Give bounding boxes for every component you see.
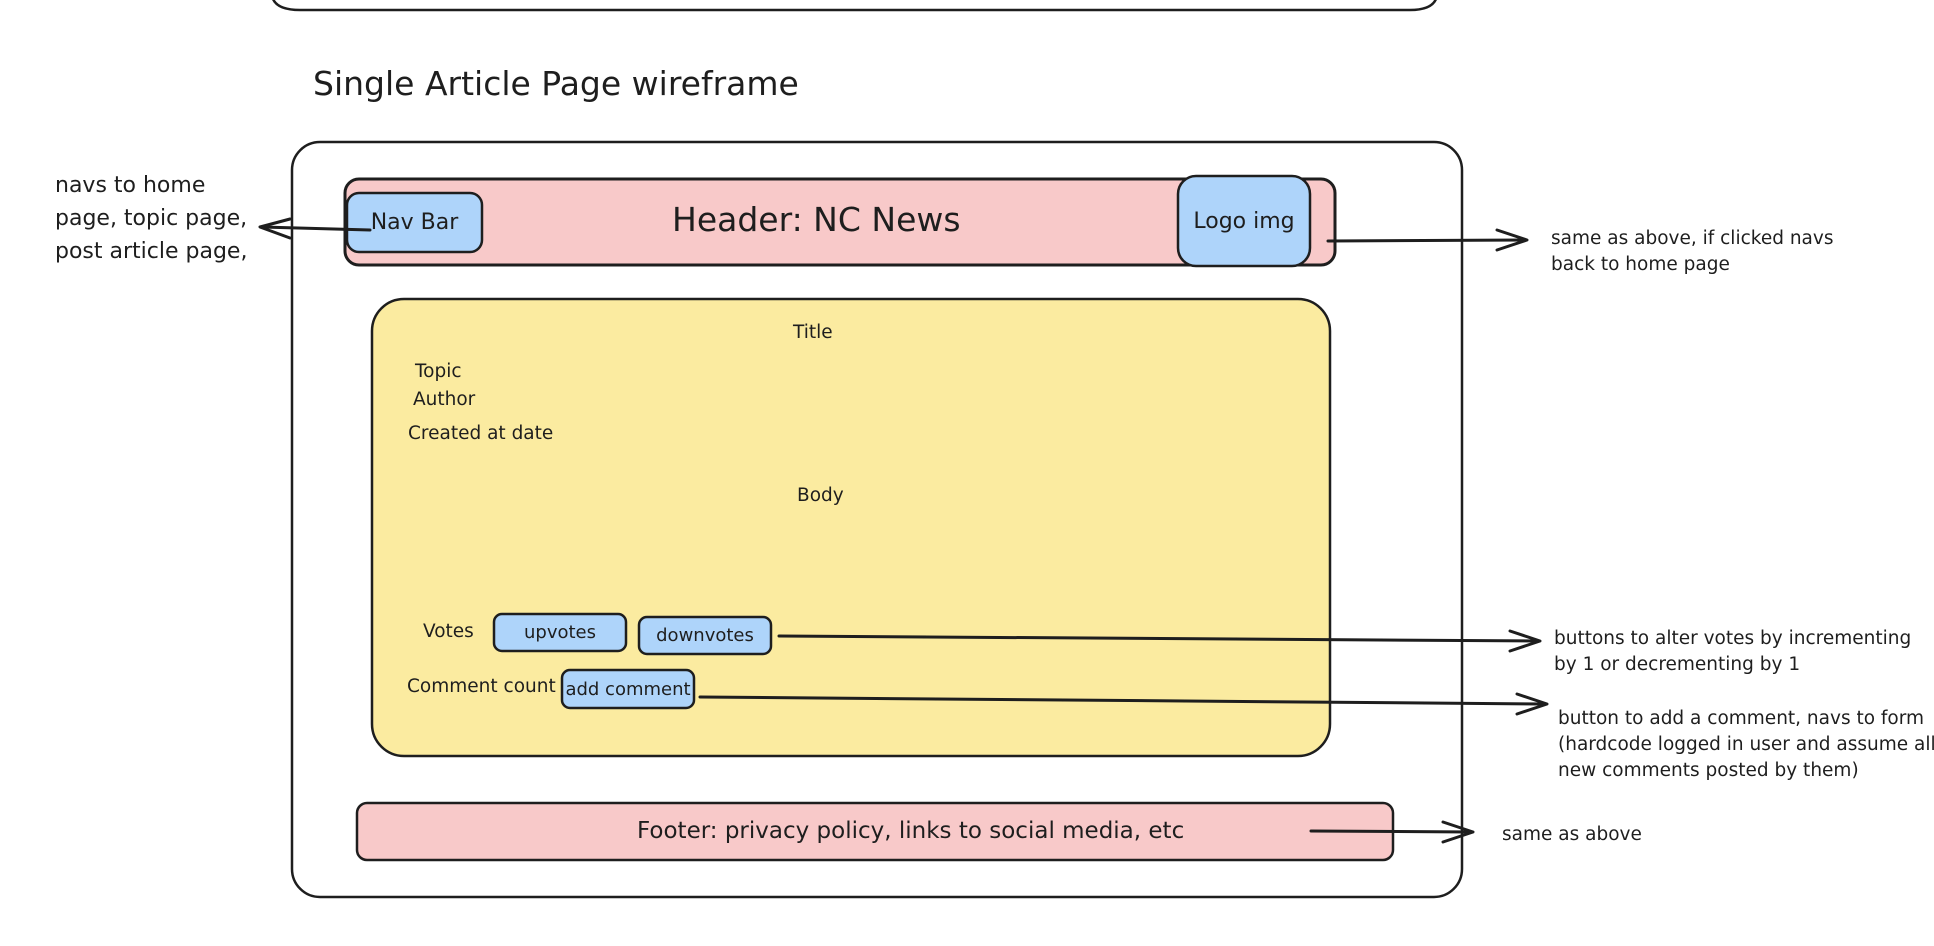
logo-img[interactable]: Logo img <box>1193 208 1295 234</box>
logo-arrowhead <box>1495 228 1529 252</box>
footer-arrowhead <box>1441 820 1475 844</box>
footer-label: Footer: privacy policy, links to social … <box>637 818 1185 844</box>
nav-note-line: page, topic page, <box>55 206 248 231</box>
votes-arrowhead <box>1508 629 1542 653</box>
nav-arrowhead <box>258 217 292 240</box>
comment-arrow <box>698 695 1548 706</box>
nav-note: navs to home page, topic page, post arti… <box>55 169 247 268</box>
nav-bar[interactable]: Nav Bar <box>370 210 459 235</box>
votes-label: Votes <box>423 621 474 642</box>
upvotes-button[interactable]: upvotes <box>523 622 596 643</box>
header-title: Header: NC News <box>672 200 961 239</box>
comment-note: button to add a comment, navs to form (h… <box>1558 706 1934 784</box>
page-title: Single Article Page wireframe <box>313 64 799 103</box>
add-comment-box <box>560 668 696 710</box>
page-frame <box>290 140 1464 899</box>
footer-arrow <box>1309 829 1474 834</box>
votes-note-line: buttons to alter votes by incrementing <box>1554 628 1912 649</box>
article-author: Author <box>413 389 476 410</box>
logo-arrow <box>1326 238 1528 243</box>
votes-note-line: by 1 or decrementing by 1 <box>1554 654 1801 675</box>
nav-arrow <box>260 225 372 232</box>
comment-note-line: (hardcode logged in user and assume all <box>1558 734 1934 755</box>
comment-note-line: new comments posted by them) <box>1558 760 1859 781</box>
upvotes-box <box>492 612 628 653</box>
header-box <box>343 177 1337 267</box>
comment-arrowhead <box>1515 692 1549 716</box>
add-comment-button[interactable]: add comment <box>565 678 691 700</box>
comment-count: Comment count <box>407 676 556 697</box>
footer-note: same as above <box>1502 824 1642 845</box>
votes-note: buttons to alter votes by incrementing b… <box>1554 626 1911 678</box>
previous-frame-bottom <box>272 0 1437 12</box>
downvotes-button[interactable]: downvotes <box>656 625 754 646</box>
article-body: Body <box>797 485 844 506</box>
logo-note-line: back to home page <box>1551 254 1730 275</box>
article-title: Title <box>793 322 833 343</box>
nav-bar-box <box>345 191 484 254</box>
logo-box <box>1176 174 1312 268</box>
votes-arrow <box>777 634 1541 643</box>
comment-note-line: button to add a comment, navs to form <box>1558 708 1925 729</box>
nav-note-line: post article page, <box>55 239 248 264</box>
article-topic: Topic <box>415 361 462 382</box>
nav-note-line: navs to home <box>55 173 206 198</box>
logo-note-line: same as above, if clicked navs <box>1551 228 1834 249</box>
downvotes-box <box>637 615 773 656</box>
logo-note: same as above, if clicked navs back to h… <box>1551 226 1833 278</box>
article-created-date: Created at date <box>408 423 554 444</box>
